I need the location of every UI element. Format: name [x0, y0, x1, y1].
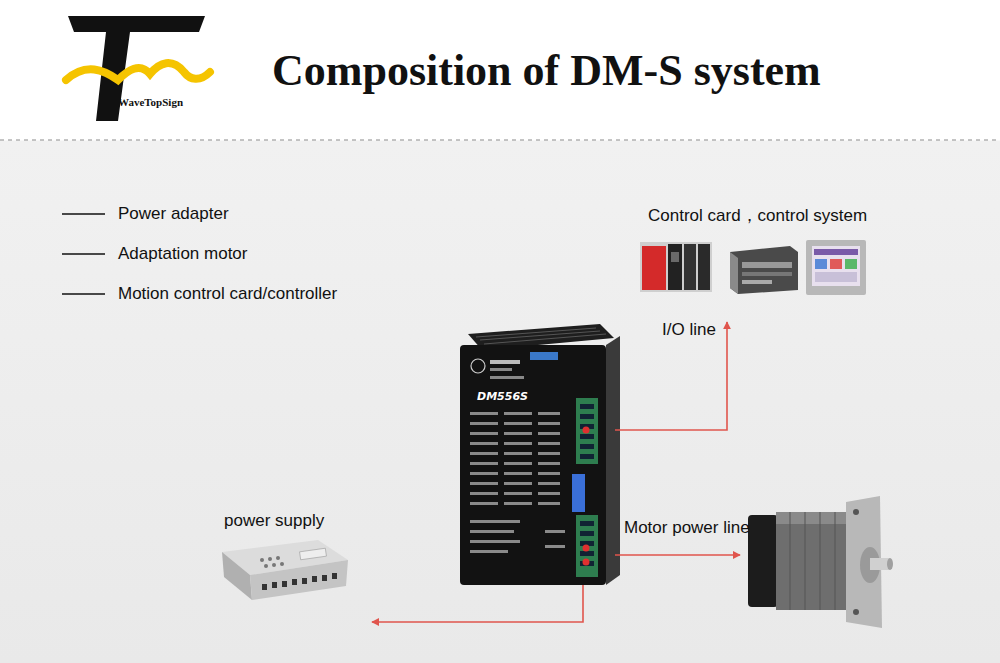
list-item: Power adapter — [118, 204, 229, 224]
signal-connector — [615, 554, 740, 556]
logo — [66, 16, 210, 121]
control-card-group: Control card，control system — [635, 200, 880, 322]
stepper-driver — [460, 324, 620, 585]
stepper-driver-box: DM556S — [460, 330, 615, 585]
list-item: Motion control card/controller — [118, 284, 337, 304]
page-title: Composition of DM-S system — [272, 45, 821, 96]
node-text: DM556S — [477, 390, 528, 403]
node-text: power supply — [224, 511, 324, 531]
signal-connector — [372, 585, 583, 622]
connector-label: I/O line — [662, 320, 716, 340]
stepper-motor-box — [740, 495, 890, 635]
power-supply-box: power supply — [215, 508, 372, 626]
list-item: Adaptation motor — [118, 244, 247, 264]
power-supply-unit — [222, 540, 348, 600]
plc-controller — [640, 242, 712, 292]
dashed-separator — [0, 140, 1000, 141]
brand-name: WaveTopSign — [118, 96, 183, 108]
node-text: Control card，control system — [648, 204, 867, 227]
stepper-motor — [748, 496, 893, 628]
touch-panel — [806, 240, 866, 295]
industrial-computer — [730, 246, 798, 294]
list-dashes — [62, 214, 105, 294]
connector-label: Motor power line — [624, 518, 750, 538]
